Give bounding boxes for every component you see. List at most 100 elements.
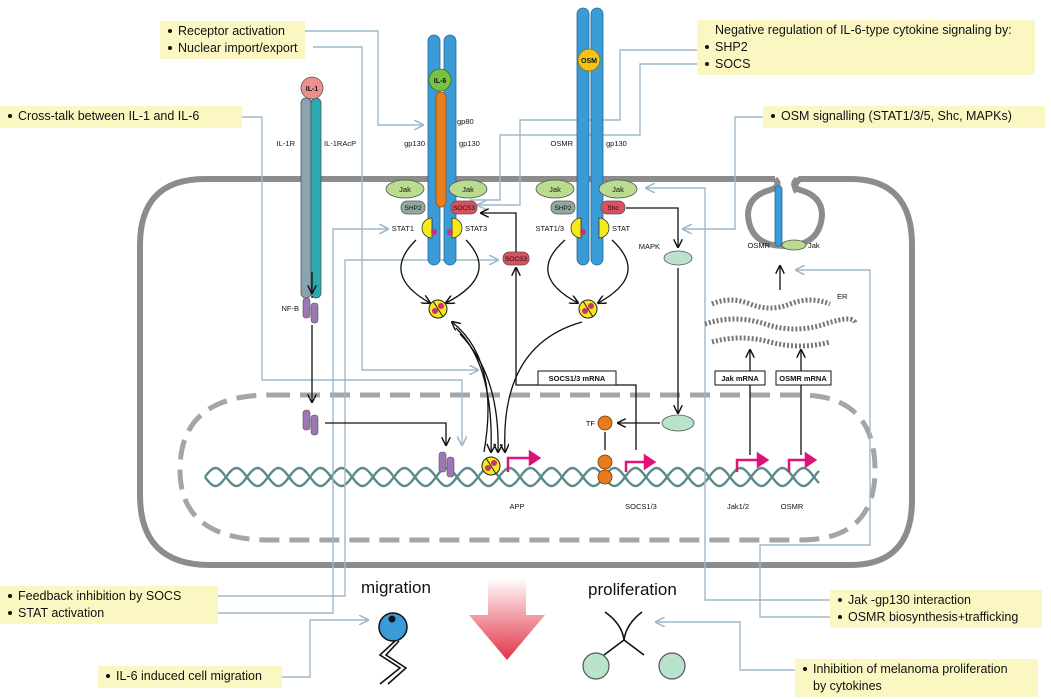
label-nfkb: NF-B (282, 304, 300, 313)
note-crosstalk-box: Cross-talk between IL-1 and IL-6 (0, 106, 242, 128)
label-jak-2: Jak (462, 185, 474, 194)
endocytic-vesicle (744, 176, 826, 250)
molecule-labels: IL-1 IL-1R IL-1RAcP IL-6 gp80 gp130 gp13… (277, 58, 848, 511)
note-il6-migration: IL-6 induced cell migration (116, 669, 262, 683)
er-trafficking (704, 185, 858, 455)
nfkb-path (302, 272, 455, 478)
note-receptor-nuclear: Receptor activation Nuclear import/expor… (160, 21, 305, 59)
bullet-dot (705, 44, 709, 49)
socs3-1 (450, 200, 478, 215)
connector-melanoma (656, 622, 795, 671)
label-jak-4: Jak (612, 185, 624, 194)
connector-crosstalk (242, 116, 462, 445)
label-gene-jak: Jak1/2 (727, 502, 749, 511)
label-osmr-mrna: OSMR mRNA (779, 374, 827, 383)
label-gene-socs: SOCS1/3 (625, 502, 657, 511)
label-osmr-er: OSMR (748, 241, 771, 250)
note-crosstalk: Cross-talk between IL-1 and IL-6 (18, 109, 200, 123)
label-gp130-a: gp130 (404, 139, 425, 148)
label-il6: IL-6 (434, 78, 447, 85)
nuclear-transport-arrows (452, 322, 583, 452)
connector-migration (282, 620, 368, 678)
label-gp130-c: gp130 (606, 139, 627, 148)
bullet-dot (838, 614, 842, 619)
label-osmr: OSMR (551, 139, 574, 148)
dna-strand (204, 466, 820, 488)
label-gene-osmr: OSMR (781, 502, 804, 511)
outcome-migration-label: migration (361, 578, 431, 597)
note-feedback-socs: Feedback inhibition by SOCS (18, 589, 182, 603)
stat-dimerization (400, 239, 629, 303)
nucleus-envelope (177, 392, 878, 543)
connector-osmr-biosynthesis (759, 270, 871, 618)
bullet-dot (8, 593, 12, 598)
bullet-dot (803, 666, 807, 671)
shc (600, 200, 626, 215)
connector-socs (470, 63, 697, 201)
label-gp80: gp80 (457, 117, 474, 126)
label-jak-1: Jak (399, 185, 411, 194)
label-mapk: MAPK (639, 242, 660, 251)
label-stat3: STAT3 (465, 224, 487, 233)
stat-dimer-dna (481, 456, 501, 476)
connector-lines (121, 30, 871, 678)
receptor-bound-stats (421, 217, 610, 239)
connector-shp2 (478, 49, 697, 205)
connector-jak-gp130 (646, 188, 830, 601)
connector-feedback-socs (203, 260, 498, 597)
transcription-factor (597, 415, 613, 485)
osm-receptor-complex (576, 7, 604, 266)
note-jak-osmr-box: Jak -gp130 interaction OSMR biosynthesis… (830, 590, 1042, 628)
note-negative-regulation: Negative regulation of IL-6-type cytokin… (697, 20, 1035, 75)
label-shp2-2: SHP2 (555, 205, 572, 212)
label-osm: OSM (581, 58, 597, 65)
note-inhibition-melanoma-2: by cytokines (813, 679, 882, 693)
label-jak-3: Jak (549, 185, 561, 194)
note-negative-regulation-title: Negative regulation of IL-6-type cytokin… (715, 23, 1012, 37)
label-tf: TF (586, 419, 596, 428)
bullet-dot (705, 61, 709, 66)
gene-promoters (506, 449, 818, 472)
note-shp2: SHP2 (715, 40, 748, 54)
note-osm-box: OSM signalling (STAT1/3/5, Shc, MAPKs) (763, 106, 1045, 128)
shp2-2 (550, 200, 576, 215)
il1-receptor-complex (300, 76, 324, 299)
connector-nuclear-import (313, 46, 478, 370)
connector-receptor-activation (305, 30, 423, 125)
note-osm-signalling: OSM signalling (STAT1/3/5, Shc, MAPKs) (781, 109, 1012, 123)
mapk-path (604, 207, 678, 450)
outcome-arrow (469, 578, 545, 660)
connector-osm-signalling (683, 116, 763, 229)
mapk (663, 250, 693, 266)
note-migration-box: IL-6 induced cell migration (98, 666, 282, 688)
note-inhibition-melanoma-1: Inhibition of melanoma proliferation (813, 662, 1008, 676)
label-jak-er: Jak (808, 241, 820, 250)
note-feedback-box: Feedback inhibition by SOCS STAT activat… (0, 586, 218, 624)
connector-stat-activation (121, 229, 388, 614)
bullet-dot (8, 113, 12, 118)
note-jak-gp130: Jak -gp130 interaction (848, 593, 971, 607)
label-stat13: STAT1/3 (536, 224, 564, 233)
bullet-dot (168, 28, 172, 33)
label-stat1: STAT1 (392, 224, 414, 233)
cell-membrane (137, 176, 915, 568)
note-receptor-activation: Receptor activation (178, 24, 286, 38)
label-stat: STAT (612, 224, 630, 233)
jak-4 (598, 179, 638, 199)
note-osmr-biosynthesis: OSMR biosynthesis+trafficking (848, 610, 1019, 624)
label-il1r: IL-1R (277, 139, 296, 148)
label-socs3-1: SOCS3 (453, 205, 475, 212)
label-shp2-1: SHP2 (405, 205, 422, 212)
bullet-dot (771, 113, 775, 118)
signaling-adaptors (385, 179, 638, 266)
bullet-dot (106, 673, 110, 678)
note-socs: SOCS (715, 57, 751, 71)
label-jak-mrna: Jak mRNA (721, 374, 759, 383)
bullet-dot (168, 45, 172, 50)
jak-3 (535, 179, 575, 199)
label-il1: IL-1 (306, 86, 319, 93)
jak-1 (385, 179, 425, 199)
mapk-nuclear (661, 414, 695, 432)
stat-dimer-osm (578, 299, 598, 319)
